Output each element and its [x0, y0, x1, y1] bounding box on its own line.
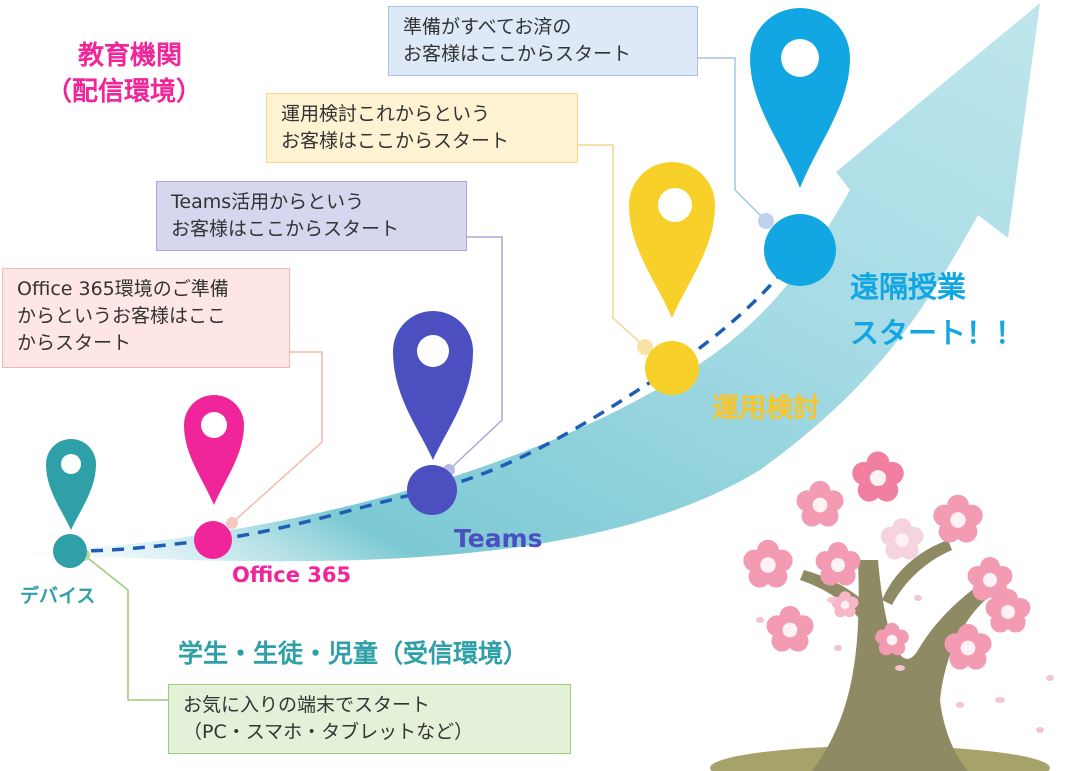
- step-circle-office365: [194, 521, 232, 559]
- note-operation-line-1: 運用検討これからという: [281, 103, 491, 125]
- note-device-line-1: お気に入りの端末でスタート: [183, 694, 431, 716]
- note-office365: Office 365環境のご準備 からというお客様はここ からスタート: [2, 268, 290, 368]
- map-pin-remote-icon: [750, 8, 850, 188]
- note-teams-line-2: お客様はここからスタート: [171, 218, 400, 240]
- connector-operation: [578, 144, 646, 348]
- note-remote-line-1: 準備がすべてお済の: [403, 16, 572, 38]
- step-label-office365: Office 365: [232, 563, 352, 587]
- step-label-operation: 運用検討: [712, 393, 820, 424]
- students-label: 学生・生徒・児童（受信環境）: [178, 639, 529, 668]
- step-label-device: デバイス: [20, 585, 96, 607]
- title-line-2: （配信環境）: [46, 77, 203, 107]
- step-circle-remote: [764, 214, 836, 286]
- note-device: お気に入りの端末でスタート （PC・スマホ・タブレットなど）: [168, 684, 571, 754]
- note-operation: 運用検討これからという お客様はここからスタート: [266, 93, 578, 163]
- connector-office365: [231, 351, 323, 524]
- connector-dot-office365: [226, 517, 238, 529]
- growth-arrow: [14, 3, 1040, 562]
- page-title: 教育機関 （配信環境）: [46, 38, 202, 110]
- step-circle-teams: [407, 465, 457, 515]
- step-label-remote: 遠隔授業 スタート！！: [850, 264, 1024, 356]
- step-circle-operation: [645, 341, 699, 395]
- map-pin-teams-icon: [393, 311, 473, 460]
- map-pin-operation-icon: [629, 162, 715, 318]
- cherry-tree-illustration: [710, 451, 1054, 771]
- note-teams: Teams活用からという お客様はここからスタート: [156, 181, 467, 251]
- remote-label-line-2: スタート！！: [850, 316, 1025, 350]
- note-office365-line-1: Office 365環境のご準備: [17, 278, 229, 300]
- map-pin-device-icon: [46, 439, 96, 530]
- note-office365-line-3: からスタート: [17, 332, 132, 354]
- connector-teams: [448, 236, 503, 471]
- step-circle-device: [53, 534, 87, 568]
- map-pin-office365-icon: [184, 395, 244, 505]
- note-remote: 準備がすべてお済の お客様はここからスタート: [388, 6, 698, 76]
- connector-dot-operation: [637, 339, 653, 355]
- title-line-1: 教育機関: [78, 41, 183, 71]
- note-teams-line-1: Teams活用からという: [171, 191, 365, 213]
- note-operation-line-2: お客様はここからスタート: [281, 130, 510, 152]
- connector-dot-remote: [758, 213, 774, 229]
- connector-device: [83, 554, 170, 701]
- note-device-line-2: （PC・スマホ・タブレットなど）: [183, 721, 474, 743]
- note-office365-line-2: からというお客様はここ: [17, 305, 227, 327]
- connector-remote: [698, 57, 767, 222]
- dashed-progress-line: [69, 248, 802, 553]
- step-label-teams: Teams: [454, 524, 543, 553]
- note-remote-line-2: お客様はここからスタート: [403, 43, 632, 65]
- remote-label-line-1: 遠隔授業: [850, 270, 967, 304]
